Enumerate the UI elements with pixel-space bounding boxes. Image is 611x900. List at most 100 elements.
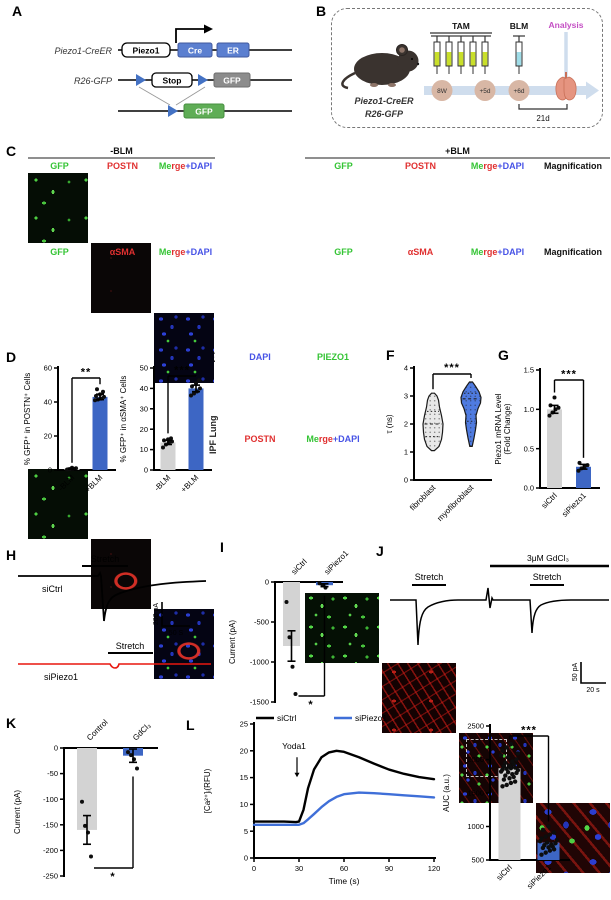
- panel-label-c: C: [6, 143, 17, 159]
- svg-text:-100: -100: [43, 795, 58, 804]
- svg-text:30: 30: [295, 864, 303, 873]
- tam-syringe-icon: [478, 35, 492, 75]
- magnification-label: Magnification: [544, 247, 602, 257]
- panel-label-b: B: [316, 3, 327, 19]
- timeline-graphic: Piezo1-CreER R26-GFP TAM BLM Analysis 8W…: [341, 20, 599, 123]
- svg-text:1.5: 1.5: [524, 366, 534, 375]
- analysis-label: Analysis: [549, 20, 584, 30]
- channel-label-piezo1: PIEZO1: [316, 352, 349, 362]
- box-cre: Cre: [188, 46, 202, 56]
- channel-label-postn: POSTN: [404, 161, 436, 171]
- svg-text:**: **: [81, 367, 92, 379]
- trace-label-sipiezo1: siPiezo1: [44, 672, 78, 682]
- svg-text:20: 20: [140, 425, 148, 434]
- ipf-lung-label: IPF Lung: [208, 415, 218, 455]
- box-stop: Stop: [163, 76, 182, 86]
- svg-text:2000: 2000: [467, 755, 484, 764]
- panel-label-h: H: [6, 547, 17, 563]
- panel-label-a: A: [12, 3, 23, 19]
- svg-text:4: 4: [404, 364, 408, 373]
- svg-text:Piezo1 mRNA Level(Fold Change): Piezo1 mRNA Level(Fold Change): [494, 393, 512, 464]
- svg-text:15: 15: [240, 773, 248, 782]
- micrograph-gfp-plusblm: [305, 593, 379, 663]
- blm-syringe-icon: [512, 35, 526, 75]
- svg-text:siPiezo1: siPiezo1: [560, 491, 588, 519]
- svg-text:500: 500: [471, 856, 484, 865]
- svg-text:% GFP⁺ in POSTN⁺ Cells: % GFP⁺ in POSTN⁺ Cells: [23, 373, 32, 465]
- panel-label-d: D: [6, 349, 17, 365]
- panel-label-g: G: [498, 347, 509, 363]
- channel-label-merge: Merge+DAPI: [470, 161, 525, 171]
- panel-label-i: I: [220, 539, 224, 555]
- svg-text:siCtrl: siCtrl: [495, 863, 514, 882]
- svg-text:+BLM: +BLM: [179, 473, 201, 495]
- panel-label-k: K: [6, 715, 17, 731]
- svg-text:myofibroblast: myofibroblast: [435, 483, 476, 524]
- svg-text:8W: 8W: [437, 88, 448, 95]
- channel-label-merge: Merge+DAPI: [158, 247, 213, 257]
- svg-text:5: 5: [244, 827, 248, 836]
- mouse-genotype-2: R26-GFP: [365, 109, 404, 119]
- svg-text:2: 2: [404, 420, 408, 429]
- box-gfp-green: GFP: [195, 107, 213, 117]
- channel-label-merge: Merge+DAPI: [306, 434, 360, 444]
- svg-text:siCtrl: siCtrl: [290, 557, 309, 576]
- svg-text:***: ***: [521, 725, 537, 737]
- svg-text:0.0: 0.0: [524, 484, 534, 493]
- lungs-icon: [555, 72, 577, 101]
- channel-label-merge: Merge+DAPI: [158, 161, 213, 171]
- svg-text:10: 10: [140, 445, 148, 454]
- micrograph-postn-plusblm: [382, 663, 456, 733]
- svg-text:0.5: 0.5: [524, 444, 534, 453]
- svg-text:Control: Control: [85, 718, 110, 743]
- svg-text:Time (s): Time (s): [329, 876, 360, 886]
- svg-text:siCtrl: siCtrl: [277, 713, 296, 723]
- channel-labels-row: GFP αSMA Merge+DAPI Magnification: [305, 247, 610, 257]
- box-er: ER: [227, 46, 239, 56]
- svg-text:*: *: [308, 699, 313, 711]
- duration-bracket: [518, 104, 568, 110]
- svg-text:0: 0: [48, 466, 52, 475]
- svg-text:1: 1: [404, 448, 408, 457]
- tam-syringe-icon: [430, 35, 444, 75]
- stretch-label: Stretch: [91, 554, 120, 564]
- svg-text:***: ***: [174, 365, 190, 377]
- svg-text:60: 60: [44, 364, 52, 373]
- svg-text:-1000: -1000: [250, 658, 269, 667]
- channel-label-asma: αSMA: [109, 247, 136, 257]
- stretch-current-traces: Stretch siCtrl 200 pA 50 S Stretch siPie…: [18, 554, 211, 682]
- svg-text:+BLM: +BLM: [83, 473, 105, 495]
- channel-label-merge: Merge+DAPI: [470, 247, 525, 257]
- channel-label-postn: POSTN: [106, 161, 138, 171]
- micrograph-merge-plusblm: [459, 733, 533, 803]
- channel-labels-row: DAPI PIEZO1: [224, 352, 370, 362]
- svg-text:Yoda1: Yoda1: [282, 741, 306, 751]
- duration-label: 21d: [536, 114, 549, 123]
- promoter-arrow: [175, 28, 204, 43]
- svg-text:-150: -150: [43, 820, 58, 829]
- svg-text:-BLM: -BLM: [57, 473, 77, 493]
- svg-text:-50: -50: [47, 769, 58, 778]
- channel-label-gfp: GFP: [50, 161, 69, 171]
- micrograph-merge-minusblm: [154, 609, 214, 679]
- scale-label-pa: 200 pA: [153, 603, 160, 626]
- channel-labels-row: GFP POSTN Merge+DAPI: [28, 161, 217, 171]
- svg-text:0: 0: [252, 864, 256, 873]
- svg-text:-250: -250: [43, 872, 58, 881]
- loxp-triangle: [198, 74, 208, 86]
- svg-text:***: ***: [561, 369, 577, 381]
- svg-text:GdCl₃: GdCl₃: [131, 721, 153, 743]
- svg-text:0: 0: [144, 466, 148, 475]
- gdcl3-current-traces: 3μM GdCl₃ Stretch Stretch 50 pA 20 s: [390, 553, 609, 694]
- scale-label-s: 50 S: [169, 630, 184, 637]
- svg-text:25: 25: [240, 720, 248, 729]
- box-gfp-gray: GFP: [223, 76, 241, 86]
- channel-label-gfp: GFP: [334, 161, 353, 171]
- scale-label-pa: 50 pA: [572, 663, 579, 682]
- channel-label-postn: POSTN: [244, 434, 276, 444]
- gene-label-r26-gfp: R26-GFP: [74, 76, 112, 86]
- channel-label-gfp: GFP: [334, 247, 353, 257]
